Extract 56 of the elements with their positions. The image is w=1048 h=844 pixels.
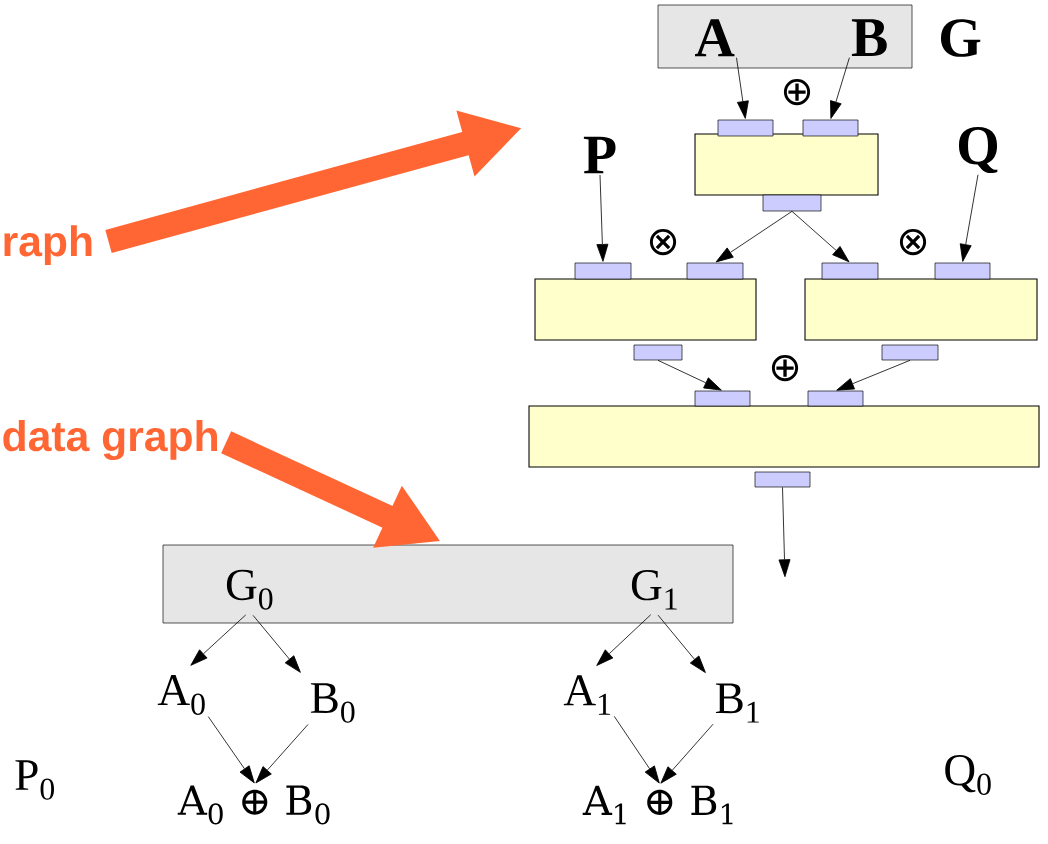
arrow xyxy=(255,724,309,784)
variable-label: P xyxy=(583,136,616,174)
expression-label: A$_{0}$ ⊕ B$_{0}$ xyxy=(177,785,330,825)
process-box xyxy=(528,405,1040,468)
variable-label: Q xyxy=(958,126,998,174)
port-box xyxy=(686,262,744,280)
arrow xyxy=(252,615,301,673)
group-box xyxy=(657,4,913,69)
port-box xyxy=(694,390,751,407)
arrow xyxy=(660,723,714,784)
arrow xyxy=(657,359,722,391)
process-box xyxy=(804,278,1038,341)
port-box xyxy=(934,262,991,280)
operator-symbol: ⊗ xyxy=(649,228,677,256)
arrow xyxy=(778,486,791,578)
variable-label: P$_{0}$ xyxy=(15,760,54,800)
port-box xyxy=(802,119,859,137)
arrow xyxy=(736,57,749,119)
operator-symbol: ⊕ xyxy=(783,78,811,106)
arrow xyxy=(791,210,850,263)
arrow xyxy=(190,614,247,666)
heading-text: raph xyxy=(4,225,92,265)
port-box xyxy=(762,194,822,212)
group-box xyxy=(162,544,734,624)
variable-label: A$_{1}$ xyxy=(563,675,611,715)
arrow xyxy=(596,614,652,666)
port-box xyxy=(754,471,811,488)
arrow xyxy=(613,715,660,784)
operator-symbol: ⊕ xyxy=(771,354,799,382)
variable-label: B$_{1}$ xyxy=(715,683,759,723)
heading-text: data graph xyxy=(3,420,218,460)
arrow xyxy=(207,716,255,784)
variable-label: G$_{1}$ xyxy=(631,569,677,610)
box-label: G xyxy=(940,19,981,57)
port-box xyxy=(574,262,632,280)
arrow xyxy=(596,174,609,262)
expression-label: A$_{1}$ ⊕ B$_{1}$ xyxy=(582,785,733,825)
port-box xyxy=(821,262,879,280)
arrow xyxy=(836,359,911,391)
port-box xyxy=(881,344,939,361)
operator-symbol: ⊗ xyxy=(899,228,927,256)
variable-label: G$_{0}$ xyxy=(226,569,273,610)
arrow xyxy=(959,174,979,262)
variable-label: B xyxy=(851,19,887,57)
variable-label: Q$_{0}$ xyxy=(945,755,991,795)
process-box xyxy=(694,133,879,196)
port-box xyxy=(633,344,683,361)
variable-label: A xyxy=(695,19,735,57)
variable-label: A$_{0}$ xyxy=(157,675,205,715)
port-box xyxy=(807,390,864,407)
process-box xyxy=(534,278,757,341)
variable-label: B$_{0}$ xyxy=(310,683,355,723)
port-box xyxy=(717,119,774,137)
arrow xyxy=(830,57,850,119)
arrow xyxy=(657,614,706,673)
arrow xyxy=(715,210,793,263)
